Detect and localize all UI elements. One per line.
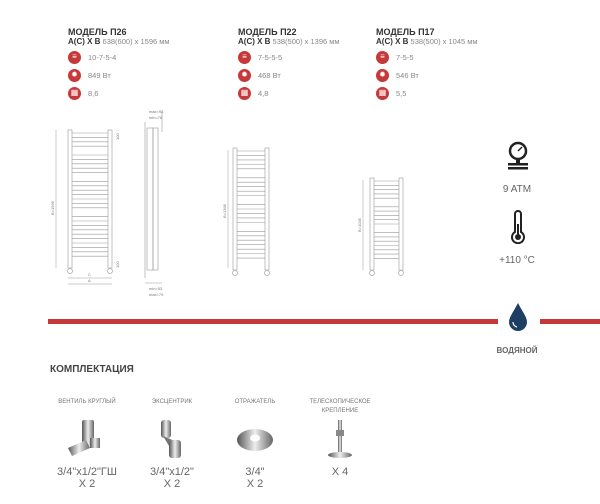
max-top-label: max=98 (149, 109, 164, 114)
water-drop-icon (509, 303, 527, 331)
kit-item-label: ТЕЛЕСКОПИЧЕСКОЕ КРЕПЛЕНИЕ (309, 399, 371, 414)
kit-item-label: ОТРАЖАТЕЛЬ (234, 399, 276, 405)
dims-value: 538(500) х 1396 мм (272, 37, 340, 46)
dimension-lines (55, 130, 364, 285)
weight-icon: ▦ (68, 86, 81, 100)
eccentric-icon (161, 420, 181, 458)
model-title: МОДЕЛЬ П26 (68, 27, 127, 37)
pressure-gauge-icon (508, 141, 528, 170)
dims-label: A(C) X B (238, 37, 271, 46)
kit-item-size: 3/4" (245, 466, 265, 478)
kit-item-size: 3/4"х1/2" (150, 466, 194, 478)
kit-item-qty: X 2 (78, 478, 96, 490)
model-p17: МОДЕЛЬ П17 A(C) X B 538(500) х 1045 мм ≡… (376, 27, 478, 102)
dims-label: A(C) X B (68, 37, 101, 46)
model-dims: A(C) X B 538(500) х 1396 мм (238, 37, 340, 46)
weight-icon: ▦ (376, 86, 389, 100)
sections-value: 7-5-5-5 (258, 52, 283, 62)
radiator-drawing-p22 (232, 147, 270, 276)
dims-value: 638(600) х 1596 мм (102, 37, 170, 46)
model-title: МОДЕЛЬ П22 (238, 27, 297, 37)
power-icon: ✹ (238, 68, 251, 82)
kit-item-size: 3/4"х1/2"ГШ (57, 466, 117, 478)
model-p26: МОДЕЛЬ П26 A(C) X B 638(600) х 1596 мм ≡… (68, 27, 170, 102)
a-label: A (88, 278, 91, 283)
divider-line-right (540, 319, 600, 324)
radiator-drawings: B=1596 B=1396 B=1045 max=98 min=78 100 1… (50, 109, 404, 297)
kit-item-qty: X 2 (246, 478, 264, 490)
kit-item-qty: X 4 (331, 466, 349, 478)
kit-item-telescopic-mount: ТЕЛЕСКОПИЧЕСКОЕ КРЕПЛЕНИЕ X 4 (295, 398, 385, 478)
sections-icon: ≡ (376, 50, 389, 64)
power-icon: ✹ (376, 68, 389, 82)
model-title: МОДЕЛЬ П17 (376, 27, 435, 37)
model-p22: МОДЕЛЬ П22 A(C) X B 538(500) х 1396 мм ≡… (238, 27, 340, 102)
divider-line-left (48, 319, 498, 324)
min-bottom-label: min=53 (149, 286, 163, 291)
weight-value: 8,6 (88, 88, 99, 98)
model-dims: A(C) X B 538(500) х 1045 мм (376, 37, 478, 46)
height-label-p22: B=1396 (222, 203, 227, 218)
kit-item-qty: X 2 (163, 478, 181, 490)
c-label: C (88, 272, 91, 277)
kit-title: КОМПЛЕКТАЦИЯ (50, 364, 134, 375)
min-top-label: min=78 (149, 115, 163, 120)
reflector-icon (237, 429, 273, 451)
sections-value: 10-7-5-4 (88, 52, 117, 62)
max-bottom-label: max=79 (149, 292, 164, 297)
kit-item-label: ВЕНТИЛЬ КРУГЛЫЙ (58, 399, 116, 405)
radiator-drawing-p26 (67, 129, 113, 274)
height-label-p17: B=1045 (357, 217, 362, 232)
power-value: 546 Вт (396, 70, 419, 80)
power-value: 849 Вт (88, 70, 111, 80)
telescopic-mount-icon (328, 420, 352, 458)
sections-icon: ≡ (238, 50, 251, 64)
weight-value: 4,8 (258, 88, 269, 98)
dims-value: 538(500) х 1045 мм (410, 37, 478, 46)
radiator-drawing-p17 (369, 177, 404, 276)
bottom-gap-label: 100 (115, 261, 120, 268)
kit-item-valve: ВЕНТИЛЬ КРУГЛЫЙ 3/4"х1/2"ГШ X 2 (42, 398, 132, 490)
power-value: 468 Вт (258, 70, 281, 80)
temperature-value: +110 °C (499, 255, 535, 266)
thermometer-icon (511, 210, 525, 244)
kit-item-label: ЭКСЦЕНТРИК (151, 399, 193, 405)
model-dims: A(C) X B 638(600) х 1596 мм (68, 37, 170, 46)
valve-icon (68, 420, 100, 456)
kit-item-eccentric: ЭКСЦЕНТРИК 3/4"х1/2" X 2 (127, 398, 217, 490)
height-label-p26: B=1596 (50, 200, 55, 215)
pressure-value: 9 ATM (502, 184, 532, 195)
dims-label: A(C) X B (376, 37, 409, 46)
heating-type: ВОДЯНОЙ (496, 346, 538, 355)
power-icon: ✹ (68, 68, 81, 82)
side-profile-p26 (144, 112, 163, 284)
weight-icon: ▦ (238, 86, 251, 100)
top-gap-label: 100 (115, 133, 120, 140)
sections-icon: ≡ (68, 50, 81, 64)
sections-value: 7-5-5 (396, 52, 414, 62)
kit-item-reflector: ОТРАЖАТЕЛЬ 3/4" X 2 (210, 398, 300, 490)
weight-value: 5,5 (396, 88, 407, 98)
